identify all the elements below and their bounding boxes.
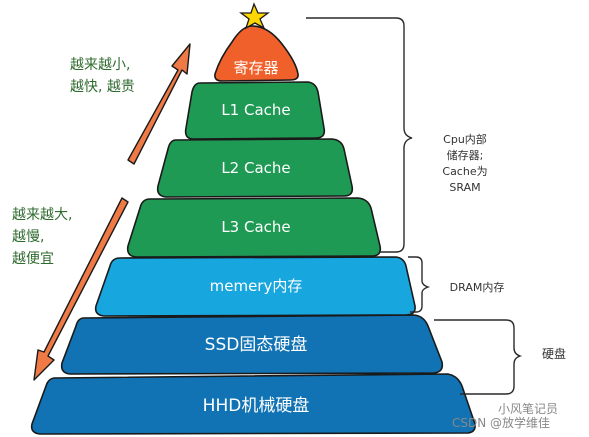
tier-ssd	[60, 314, 444, 375]
label-memory: memery内存	[210, 277, 303, 295]
note-bigger-slower-cheaper: 越来越大, 越慢, 越便宜	[12, 207, 73, 267]
watermark-line1: 小风笔记员	[498, 402, 559, 416]
label-ssd: SSD固态硬盘	[205, 335, 308, 355]
tier-memory	[94, 256, 416, 317]
brace-dram	[408, 256, 431, 313]
tier-l2	[156, 138, 354, 198]
arrow-down-icon	[33, 197, 129, 381]
label-register: 寄存器	[233, 59, 278, 77]
brace-label-cpu: Cpu内部 储存器; Cache为 SRAM	[442, 133, 488, 194]
brace-disk	[434, 319, 523, 395]
label-l2: L2 Cache	[221, 159, 290, 177]
watermark-line2: CSDN @放学维佳	[452, 416, 551, 430]
tier-hdd	[30, 373, 476, 435]
note-smaller-faster-pricier: 越来越小, 越快, 越贵	[70, 57, 135, 95]
label-hdd: HHD机械硬盘	[203, 396, 310, 416]
brace-cpu	[306, 17, 413, 253]
pyramid	[30, 2, 476, 435]
tier-l3	[126, 197, 382, 258]
brace-label-dram: DRAM内存	[449, 281, 505, 294]
arrow-up-icon	[127, 43, 191, 165]
tier-labels: 寄存器 L1 Cache L2 Cache L3 Cache memery内存 …	[203, 59, 310, 416]
tier-l1	[184, 81, 326, 140]
braces	[306, 17, 523, 395]
star-icon	[239, 2, 270, 30]
label-l3: L3 Cache	[221, 218, 290, 236]
brace-label-disk: 硬盘	[541, 347, 566, 361]
tier-register	[214, 25, 299, 82]
label-l1: L1 Cache	[221, 101, 290, 119]
